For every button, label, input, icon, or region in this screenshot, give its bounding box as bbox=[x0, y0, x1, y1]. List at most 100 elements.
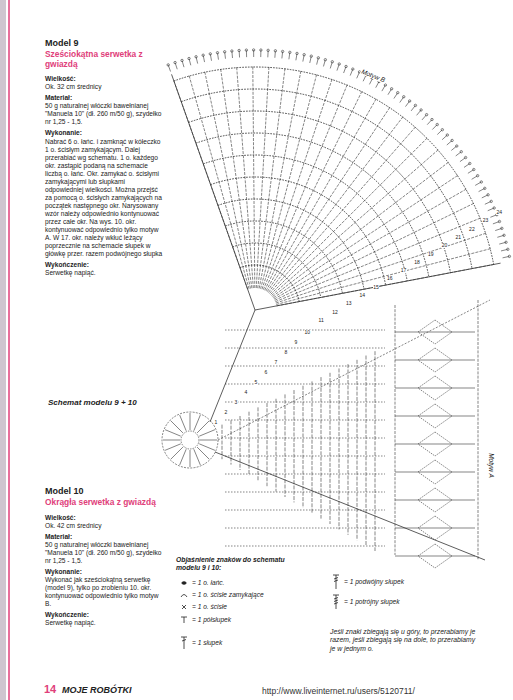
round-number: 12 bbox=[332, 310, 339, 315]
section-heading: Wykończenie: bbox=[45, 261, 163, 269]
text-column: Model 9Sześciokątna serwetka z gwiazdąWi… bbox=[45, 38, 163, 277]
stitch-stroke bbox=[490, 200, 492, 202]
stitch-stroke bbox=[281, 50, 283, 52]
legend-text: = 1 o. ścisłe zamykające bbox=[192, 591, 264, 598]
stitch-stroke bbox=[200, 440, 217, 441]
body-text: Serwetkę napiąć. bbox=[45, 619, 163, 627]
stitch-stroke bbox=[334, 598, 338, 600]
stitch-stroke bbox=[478, 300, 479, 560]
stitch-stroke bbox=[317, 57, 319, 59]
stitch-stroke bbox=[266, 98, 376, 291]
stitch-stroke bbox=[348, 364, 349, 535]
stitch-stroke bbox=[190, 413, 191, 430]
legend-text: = 1 o. ścisłe bbox=[192, 603, 227, 610]
stitch-stroke bbox=[189, 111, 451, 273]
section-heading: Materiał: bbox=[45, 94, 163, 102]
stitch-stroke bbox=[273, 175, 458, 298]
stitch-stroke bbox=[352, 68, 354, 70]
stitch-stroke bbox=[167, 64, 169, 66]
body-text: Ok. 32 cm średnicy bbox=[45, 83, 163, 91]
legend-symbol bbox=[333, 595, 339, 609]
legend-symbol bbox=[182, 605, 186, 609]
stitch-stroke bbox=[181, 431, 199, 449]
stitch-stroke bbox=[174, 67, 494, 264]
stitch-stroke bbox=[225, 474, 385, 475]
round-number: 7 bbox=[274, 360, 278, 365]
stitch-stroke bbox=[181, 637, 187, 638]
stitch-stroke bbox=[425, 113, 427, 115]
stitch-stroke bbox=[330, 373, 331, 524]
stitch-stroke bbox=[336, 575, 337, 589]
stitch-chart bbox=[162, 49, 511, 568]
stitch-stroke bbox=[171, 447, 183, 459]
round-number: 5 bbox=[254, 380, 258, 385]
motif-label: Motyw A bbox=[488, 452, 495, 479]
round-number: 24 bbox=[496, 210, 503, 215]
stitch-stroke bbox=[180, 449, 187, 465]
stitch-stroke bbox=[493, 207, 495, 209]
stitch-stroke bbox=[225, 456, 385, 457]
stitch-stroke bbox=[375, 351, 376, 551]
stitch-stroke bbox=[460, 151, 462, 153]
stitch-stroke bbox=[249, 412, 250, 476]
round-number: 6 bbox=[264, 370, 268, 375]
stitch-stroke bbox=[395, 360, 475, 361]
stitch-stroke bbox=[209, 53, 211, 55]
stitch-stroke bbox=[225, 438, 385, 439]
stitch-stroke bbox=[240, 416, 241, 470]
stitch-stroke bbox=[395, 556, 475, 557]
stitch-stroke bbox=[182, 640, 186, 642]
page-binding bbox=[0, 0, 6, 700]
section-heading: Wykończenie: bbox=[45, 611, 163, 619]
stitch-stroke bbox=[182, 605, 186, 609]
stitch-stroke bbox=[225, 546, 385, 547]
stitch-stroke bbox=[184, 617, 185, 623]
stitch-stroke bbox=[408, 100, 410, 102]
round-number: 2 bbox=[224, 410, 228, 415]
stitch-stroke bbox=[162, 412, 218, 468]
stitch-stroke bbox=[216, 52, 218, 54]
stitch-stroke bbox=[237, 67, 254, 288]
stitch-stroke bbox=[456, 145, 458, 147]
stitch-stroke bbox=[184, 637, 185, 649]
body-text: Wykonać jak sześciokątną serwetkę (model… bbox=[45, 576, 163, 608]
stitch-stroke bbox=[334, 578, 338, 580]
body-text: Nabrać 6 o. łańc. i zamknąć w kółeczko 1… bbox=[45, 138, 163, 258]
stitch-stroke bbox=[384, 84, 386, 86]
round-number: 15 bbox=[373, 285, 380, 290]
round-number: 23 bbox=[482, 218, 489, 223]
stitch-stroke bbox=[181, 59, 183, 61]
stitch-stroke bbox=[303, 386, 304, 508]
stitch-stroke bbox=[233, 243, 321, 297]
stitch-stroke bbox=[163, 440, 180, 441]
round-number: 22 bbox=[469, 227, 476, 232]
stitch-stroke bbox=[182, 605, 186, 609]
stitch-stroke bbox=[395, 528, 475, 529]
stitch-stroke bbox=[333, 575, 339, 576]
stitch-stroke bbox=[503, 234, 505, 236]
stitch-stroke bbox=[211, 177, 386, 285]
round-number: 21 bbox=[455, 235, 462, 240]
round-number: 18 bbox=[414, 260, 421, 265]
stitch-stroke bbox=[395, 305, 396, 555]
stitch-stroke bbox=[225, 420, 385, 421]
body-text: 50 g naturalnej włóczki bawełnianej "Man… bbox=[45, 541, 163, 565]
stitch-stroke bbox=[240, 265, 299, 302]
stitch-stroke bbox=[276, 249, 491, 305]
stitch-stroke bbox=[339, 368, 340, 529]
stitch-stroke bbox=[199, 444, 215, 451]
stitch-stroke bbox=[215, 452, 485, 560]
magazine-name: MOJE ROBÓTKI bbox=[62, 685, 132, 695]
round-number: 4 bbox=[244, 390, 248, 395]
stitch-stroke bbox=[197, 421, 209, 433]
stitch-stroke bbox=[441, 129, 443, 131]
stitch-stroke bbox=[446, 134, 448, 136]
stitch-stroke bbox=[195, 56, 197, 58]
round-number: 10 bbox=[304, 330, 311, 335]
legend-symbol bbox=[181, 637, 187, 649]
stitch-stroke bbox=[181, 617, 187, 618]
legend-text: = 1 o. łańc. bbox=[192, 579, 224, 586]
stitch-stroke bbox=[245, 49, 247, 51]
body-text: Serwetkę napiąć. bbox=[45, 269, 163, 277]
stitch-stroke bbox=[165, 444, 181, 451]
